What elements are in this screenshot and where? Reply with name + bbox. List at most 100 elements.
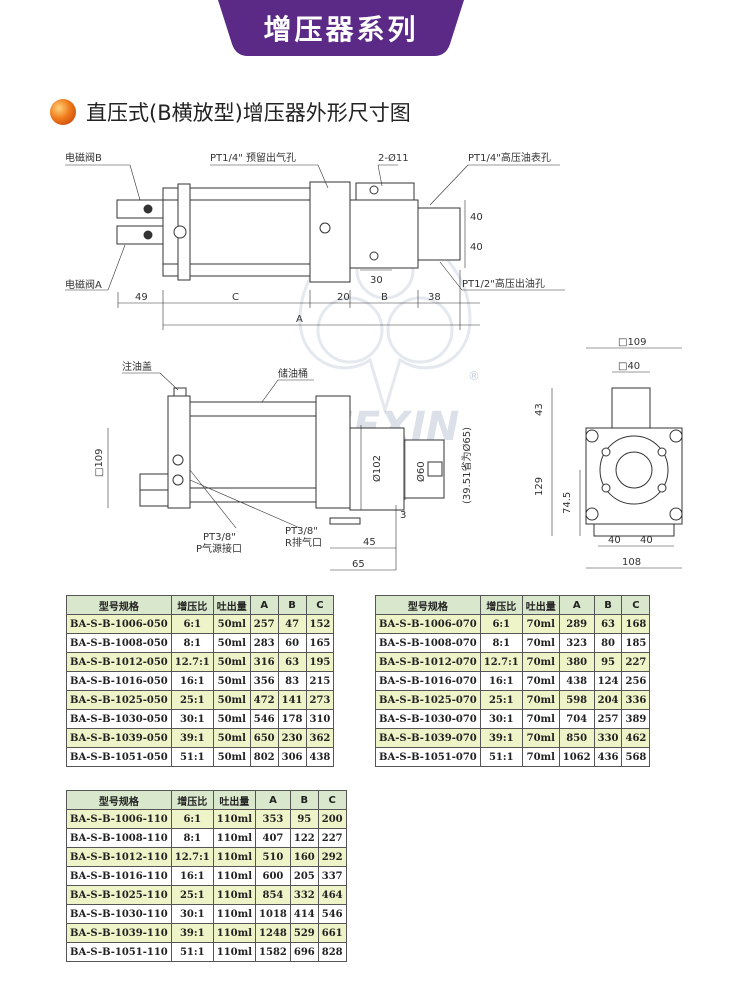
table-cell: 8:1 <box>170 633 214 653</box>
table-cell: 438 <box>558 671 595 691</box>
table-cell: 110ml <box>212 923 257 943</box>
table-cell: 51:1 <box>170 747 214 767</box>
column-header: B <box>277 595 307 615</box>
table-cell: 510 <box>255 847 291 867</box>
table-cell: 389 <box>621 709 651 729</box>
column-header: 吐出量 <box>521 595 560 615</box>
dim-49: 49 <box>135 292 148 303</box>
table-cell: 47 <box>277 614 307 634</box>
table-cell: 828 <box>317 942 347 962</box>
table-cell: BA-S-B-1039-050 <box>66 728 172 748</box>
table-cell: 529 <box>289 923 319 943</box>
table-cell: 16:1 <box>479 671 523 691</box>
table-cell: 704 <box>558 709 595 729</box>
table-cell: 51:1 <box>170 942 214 962</box>
table-cell: BA-S-B-1012-110 <box>66 847 172 867</box>
top-view-labels: 电磁阀B 电磁阀A PT1/4" 预留出气孔 2-Ø11 PT1/4"高压油表孔… <box>65 151 551 325</box>
table-cell: 332 <box>289 885 319 905</box>
table-cell: 110ml <box>212 866 257 886</box>
dim-3: 3 <box>400 510 406 521</box>
table-cell: 438 <box>305 747 335 767</box>
table-cell: 50ml <box>212 671 251 691</box>
table-cell: 168 <box>621 614 651 634</box>
table-cell: BA-S-B-1006-110 <box>66 809 172 829</box>
column-header: C <box>305 595 335 615</box>
table-cell: 110ml <box>212 828 257 848</box>
table-cell: 205 <box>289 866 319 886</box>
dim-40-c: 40 <box>608 535 621 546</box>
table-cell: 472 <box>249 690 279 710</box>
column-header: 吐出量 <box>212 595 251 615</box>
table-cell: 50ml <box>212 690 251 710</box>
table-cell: 380 <box>558 652 595 672</box>
dim-43: 43 <box>534 403 545 416</box>
section-heading: 直压式(B横放型)增压器外形尺寸图 <box>50 96 411 128</box>
table-cell: 227 <box>621 652 651 672</box>
table-cell: 200 <box>317 809 347 829</box>
table-cell: BA-S-B-1030-110 <box>66 904 172 924</box>
table-cell: 70ml <box>521 614 560 634</box>
table-cell: 83 <box>277 671 307 691</box>
table-cell: 802 <box>249 747 279 767</box>
table-cell: 50ml <box>212 614 251 634</box>
table-cell: 273 <box>305 690 335 710</box>
side-view <box>585 387 683 537</box>
table-cell: 152 <box>305 614 335 634</box>
table-cell: 50ml <box>212 709 251 729</box>
table-cell: BA-S-B-1012-050 <box>66 652 172 672</box>
table-cell: 50ml <box>212 728 251 748</box>
table-cell: 256 <box>621 671 651 691</box>
side-view-labels: □109 □40 43 129 74.5 40 40 108 <box>534 337 653 568</box>
dim-40-b: 40 <box>470 242 483 253</box>
dim-30: 30 <box>370 275 383 286</box>
table-cell: 70ml <box>521 709 560 729</box>
table-cell: 80 <box>593 633 623 653</box>
table-cell: 462 <box>621 728 651 748</box>
table-cell: 110ml <box>212 809 257 829</box>
table-cell: 257 <box>593 709 623 729</box>
table-cell: 696 <box>289 942 319 962</box>
table-cell: BA-S-B-1051-050 <box>66 747 172 767</box>
table-cell: 292 <box>317 847 347 867</box>
gauge-port-label: PT1/4"高压油表孔 <box>468 151 551 164</box>
table-cell: 1582 <box>255 942 291 962</box>
table-cell: 141 <box>277 690 307 710</box>
table-cell: 30:1 <box>170 904 214 924</box>
dim-sq109-side: □109 <box>618 337 647 348</box>
dim-dia60: Ø60 <box>415 461 427 482</box>
air-source-desc: P气源接口 <box>196 542 242 555</box>
table-cell: 289 <box>558 614 595 634</box>
table-cell: 25:1 <box>479 690 523 710</box>
table-cell: 110ml <box>212 847 257 867</box>
table-cell: BA-S-B-1025-070 <box>375 690 481 710</box>
dim-a: A <box>296 314 303 325</box>
column-header: 吐出量 <box>212 790 257 810</box>
table-cell: BA-S-B-1016-050 <box>66 671 172 691</box>
column-header: A <box>249 595 279 615</box>
column-header: 增压比 <box>170 595 214 615</box>
table-cell: 310 <box>305 709 335 729</box>
oil-tank-label: 储油桶 <box>278 367 308 380</box>
table-cell: BA-S-B-1006-070 <box>375 614 481 634</box>
column-header: A <box>558 595 595 615</box>
table-cell: 6:1 <box>170 614 214 634</box>
banner-shape <box>218 0 464 56</box>
table-cell: 6:1 <box>170 809 214 829</box>
table-cell: 60 <box>277 633 307 653</box>
column-header: A <box>255 790 291 810</box>
air-source-label: PT3/8" <box>203 532 236 543</box>
table-cell: 122 <box>289 828 319 848</box>
column-header: 型号规格 <box>66 595 172 615</box>
